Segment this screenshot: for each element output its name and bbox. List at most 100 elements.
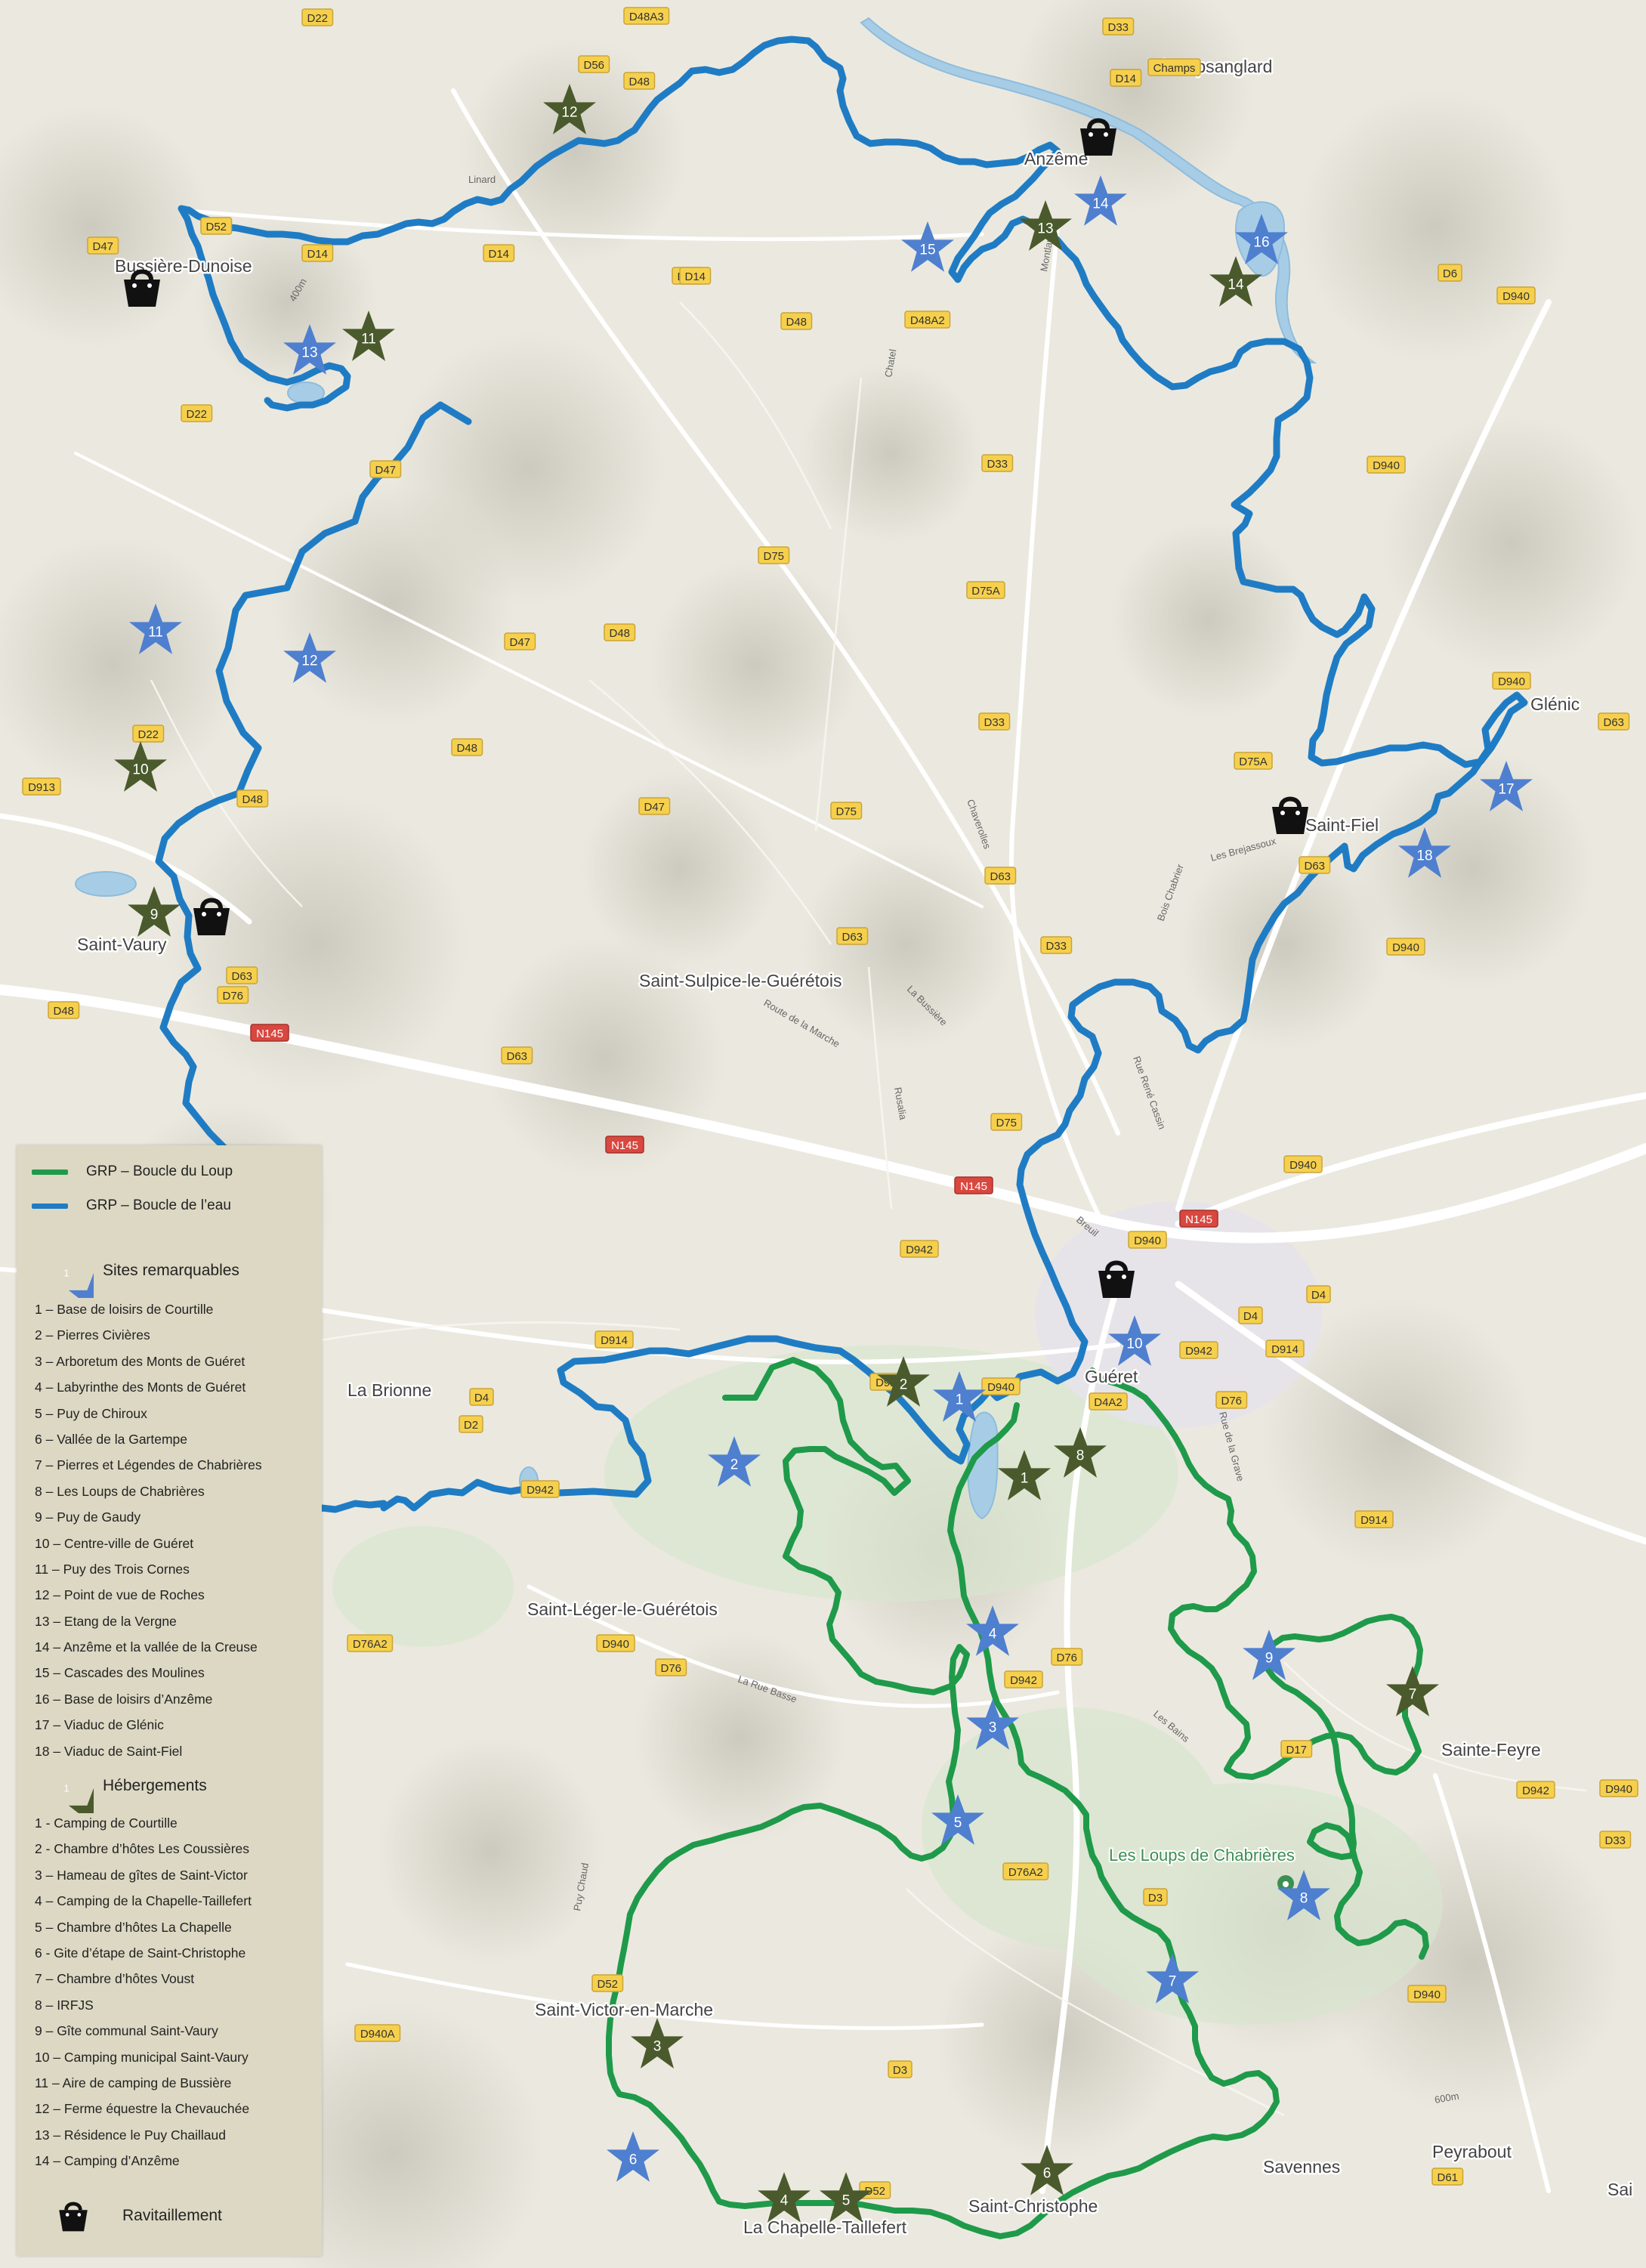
site-marker[interactable]: 1 xyxy=(933,1371,986,1422)
road-shield-bg xyxy=(1496,286,1536,304)
road-shield-label: D940 xyxy=(1413,1988,1441,2001)
place-label[interactable]: La Chapelle-Taillefert xyxy=(742,2216,909,2239)
site-marker[interactable]: 16 xyxy=(1235,214,1288,264)
road-shield: D33 xyxy=(1040,936,1073,954)
lodging-marker-number: 1 xyxy=(1021,1471,1029,1487)
site-marker[interactable]: 7 xyxy=(1146,1953,1199,2004)
lodging-marker[interactable]: 3 xyxy=(631,2018,684,2069)
legend-site-item: 1 – Base de loisirs de Courtille xyxy=(35,1302,214,1317)
hill-shade xyxy=(166,793,468,1095)
road-shield: D940 xyxy=(1599,1779,1638,1797)
road-shield: D52 xyxy=(200,217,233,235)
site-marker[interactable]: 5 xyxy=(931,1794,984,1845)
road-shield: D3 xyxy=(888,2060,913,2078)
site-marker[interactable]: 13 xyxy=(283,324,336,375)
lodging-marker[interactable]: 10 xyxy=(114,741,167,792)
legend-site-item: 3 – Arboretum des Monts de Guéret xyxy=(35,1353,246,1369)
road-shield-label: D48 xyxy=(609,627,630,640)
road-shield: D75 xyxy=(830,802,863,820)
site-marker[interactable]: 14 xyxy=(1074,175,1127,226)
place-label[interactable]: Saint-Victor-en-Marche xyxy=(533,1998,715,2022)
road-shield: D56 xyxy=(578,55,610,73)
place-label[interactable]: Savennes xyxy=(1262,2155,1342,2179)
road-shield: D75 xyxy=(758,546,790,564)
road-shield-label: D942 xyxy=(1010,1674,1037,1687)
lodging-marker[interactable]: 5 xyxy=(820,2172,872,2223)
site-marker[interactable]: 11 xyxy=(129,604,182,654)
place-label[interactable]: Saint-Sulpice-le-Guérétois xyxy=(638,969,844,993)
road-shield-label: D940 xyxy=(602,1638,629,1651)
place-label[interactable]: Guéret xyxy=(1083,1365,1141,1389)
road-shield-label: D76 xyxy=(660,1662,681,1675)
lodging-marker[interactable]: 8 xyxy=(1054,1427,1107,1478)
place-label[interactable]: Saint-Léger-le-Guérétois xyxy=(526,1598,720,1621)
road-shield-bg xyxy=(520,1480,560,1498)
place-label[interactable]: Peyrabout xyxy=(1431,2140,1514,2164)
place-label[interactable]: Sai xyxy=(1606,2178,1635,2202)
road-shield-label: D942 xyxy=(906,1244,933,1256)
place-label[interactable]: Saint-Vaury xyxy=(76,933,169,956)
site-marker[interactable]: 15 xyxy=(901,221,954,272)
site-marker[interactable]: 3 xyxy=(966,1699,1019,1750)
road-shield-label: N145 xyxy=(611,1139,638,1152)
place-label[interactable]: Glénic xyxy=(1529,693,1582,716)
place-label[interactable]: Sainte-Feyre xyxy=(1440,1738,1543,1762)
road-shield: D22 xyxy=(301,8,334,26)
place-label[interactable]: Anzême xyxy=(1023,147,1090,171)
site-marker[interactable]: 18 xyxy=(1398,827,1451,878)
hill-shade xyxy=(1262,1299,1533,1571)
road-shield: D75A xyxy=(966,581,1005,599)
site-marker[interactable]: 2 xyxy=(708,1436,761,1487)
lodging-marker[interactable]: 12 xyxy=(543,84,596,134)
place-label[interactable]: Saint-Christophe xyxy=(967,2195,1100,2218)
place-label[interactable]: Saint-Fiel xyxy=(1304,814,1381,837)
site-marker[interactable]: 17 xyxy=(1480,761,1533,811)
road-shield-bg xyxy=(981,454,1014,472)
lodging-marker[interactable]: 1 xyxy=(998,1450,1051,1500)
site-marker-number: 16 xyxy=(1253,235,1269,251)
legend-lodging-item: 7 – Chambre d’hôtes Voust xyxy=(35,1971,195,1987)
lodging-marker[interactable]: 13 xyxy=(1019,200,1072,251)
road-shield-label: D47 xyxy=(375,464,396,477)
lodging-marker[interactable]: 2 xyxy=(877,1356,930,1407)
site-marker-number: 13 xyxy=(301,345,317,361)
green-star-icon: 1 xyxy=(39,1759,94,1813)
site-marker-number: 5 xyxy=(954,1815,962,1831)
road-shield-label: D75A xyxy=(1239,755,1268,768)
hill-shade xyxy=(1382,416,1639,672)
lodging-marker[interactable]: 6 xyxy=(1021,2145,1073,2195)
hill-shade xyxy=(801,839,1012,1050)
road-shield-bg xyxy=(459,1415,483,1433)
lodging-marker[interactable]: 7 xyxy=(1386,1666,1439,1716)
site-marker[interactable]: 4 xyxy=(966,1605,1019,1656)
lodging-marker[interactable]: 14 xyxy=(1209,256,1262,307)
road-shield: D940 xyxy=(1386,938,1425,956)
legend-lodging-item: 10 – Camping municipal Saint-Vaury xyxy=(35,2049,249,2065)
road-shield-bg xyxy=(1283,1155,1323,1173)
road-shield: D940 xyxy=(1407,1985,1447,2003)
legend-lodging-item: 13 – Résidence le Puy Chaillaud xyxy=(35,2127,226,2143)
site-marker[interactable]: 6 xyxy=(607,2131,659,2182)
road-shield: D76 xyxy=(655,1658,687,1676)
gueret-urban-area xyxy=(1035,1201,1322,1428)
road-shield: D63 xyxy=(984,867,1017,885)
road-shield-label: D63 xyxy=(506,1050,527,1063)
lodging-marker[interactable]: 4 xyxy=(758,2172,811,2223)
road-shield-label: Champs xyxy=(1153,62,1196,75)
road-shield-label: D914 xyxy=(1271,1343,1299,1356)
site-marker[interactable]: 8 xyxy=(1277,1870,1330,1920)
road-shield-label: D942 xyxy=(1185,1345,1212,1358)
road-shield-label: D63 xyxy=(990,870,1011,883)
site-marker[interactable]: 9 xyxy=(1243,1630,1295,1680)
poi-label-loups[interactable]: Les Loups de Chabrières xyxy=(1107,1844,1296,1866)
lodging-marker[interactable]: 9 xyxy=(128,886,181,937)
svg-text:1: 1 xyxy=(63,1267,69,1278)
legend-lodging-header: 1 Hébergements xyxy=(39,1759,207,1813)
lodging-marker-number: 12 xyxy=(561,105,577,121)
route-boucle-du-loup[interactable] xyxy=(606,1357,1280,2239)
lodging-marker[interactable]: 11 xyxy=(342,311,395,361)
site-marker[interactable]: 10 xyxy=(1108,1315,1161,1366)
site-marker[interactable]: 12 xyxy=(283,632,336,683)
place-label[interactable]: La Brionne xyxy=(346,1379,434,1402)
